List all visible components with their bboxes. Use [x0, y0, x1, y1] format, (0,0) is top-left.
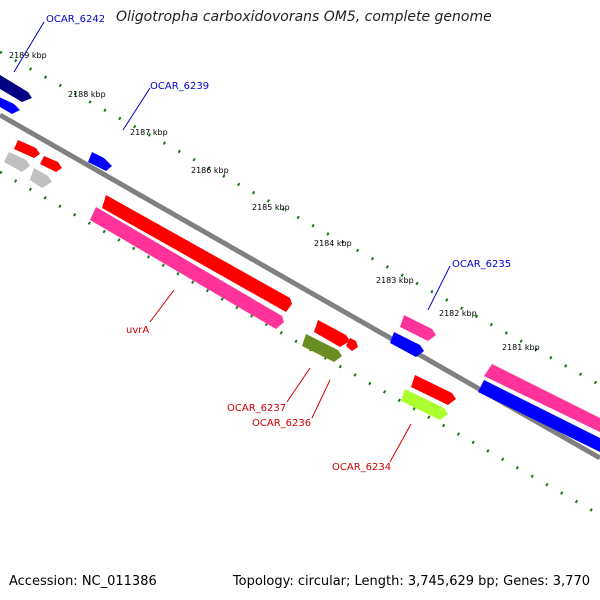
map-title: Oligotropha carboxidovorans OM5, complet… [116, 9, 492, 25]
leader-ocar6242 [13, 21, 45, 73]
gene-red-tiny[interactable] [346, 338, 358, 351]
tick-label: 2188 kbp [68, 90, 106, 99]
gene-red-long[interactable] [102, 195, 292, 312]
leader-ocar6237 [286, 367, 311, 403]
tick-label: 2187 kbp [130, 128, 168, 137]
gene-blue-small[interactable] [0, 95, 20, 114]
gene-red-mid-1[interactable] [314, 320, 350, 347]
gene-gray-1[interactable] [4, 152, 30, 172]
gene-blue-right[interactable] [478, 380, 600, 452]
label-ocar6234[interactable]: OCAR_6234 [332, 462, 391, 473]
outer-scale-line [0, 50, 600, 387]
gene-red-small-1[interactable] [14, 140, 40, 158]
tick-label: 2183 kbp [376, 276, 414, 285]
gene-red-small-2[interactable] [40, 156, 62, 172]
gene-gray-2[interactable] [30, 168, 52, 188]
gene-ocar6235[interactable] [400, 315, 436, 341]
accession-text: Accession: NC_011386 [9, 574, 157, 589]
tick-label: 2182 kbp [439, 309, 477, 318]
label-ocar6236[interactable]: OCAR_6236 [252, 418, 311, 429]
label-ocar6235[interactable]: OCAR_6235 [452, 259, 511, 270]
leader-ocar6234 [389, 423, 412, 463]
label-uvra[interactable]: uvrA [126, 325, 149, 336]
gene-ocar6237[interactable] [302, 334, 342, 362]
leader-uvra [149, 289, 175, 323]
gene-uvra[interactable] [90, 207, 284, 329]
gene-ocar6239[interactable] [88, 152, 112, 171]
tick-label: 2181 kbp [502, 343, 540, 352]
topology-text: Topology: circular; Length: 3,745,629 bp… [232, 574, 590, 589]
gene-ocar6234[interactable] [401, 389, 448, 420]
tick-label: 2189 kbp [9, 51, 47, 60]
leader-ocar6239 [122, 87, 151, 131]
tick-label: 2184 kbp [314, 239, 352, 248]
leader-ocar6235 [427, 265, 451, 311]
gene-blue-mid[interactable] [390, 332, 424, 357]
leader-ocar6236 [311, 379, 331, 419]
gene-pink-right[interactable] [484, 364, 600, 432]
label-ocar6237[interactable]: OCAR_6237 [227, 403, 286, 414]
tick-label: 2186 kbp [191, 166, 229, 175]
label-ocar6242[interactable]: OCAR_6242 [46, 14, 105, 25]
gene-ocar6242[interactable] [0, 72, 32, 102]
label-ocar6239[interactable]: OCAR_6239 [150, 81, 209, 92]
tick-label: 2185 kbp [252, 203, 290, 212]
gene-red-mid-2[interactable] [411, 375, 456, 405]
